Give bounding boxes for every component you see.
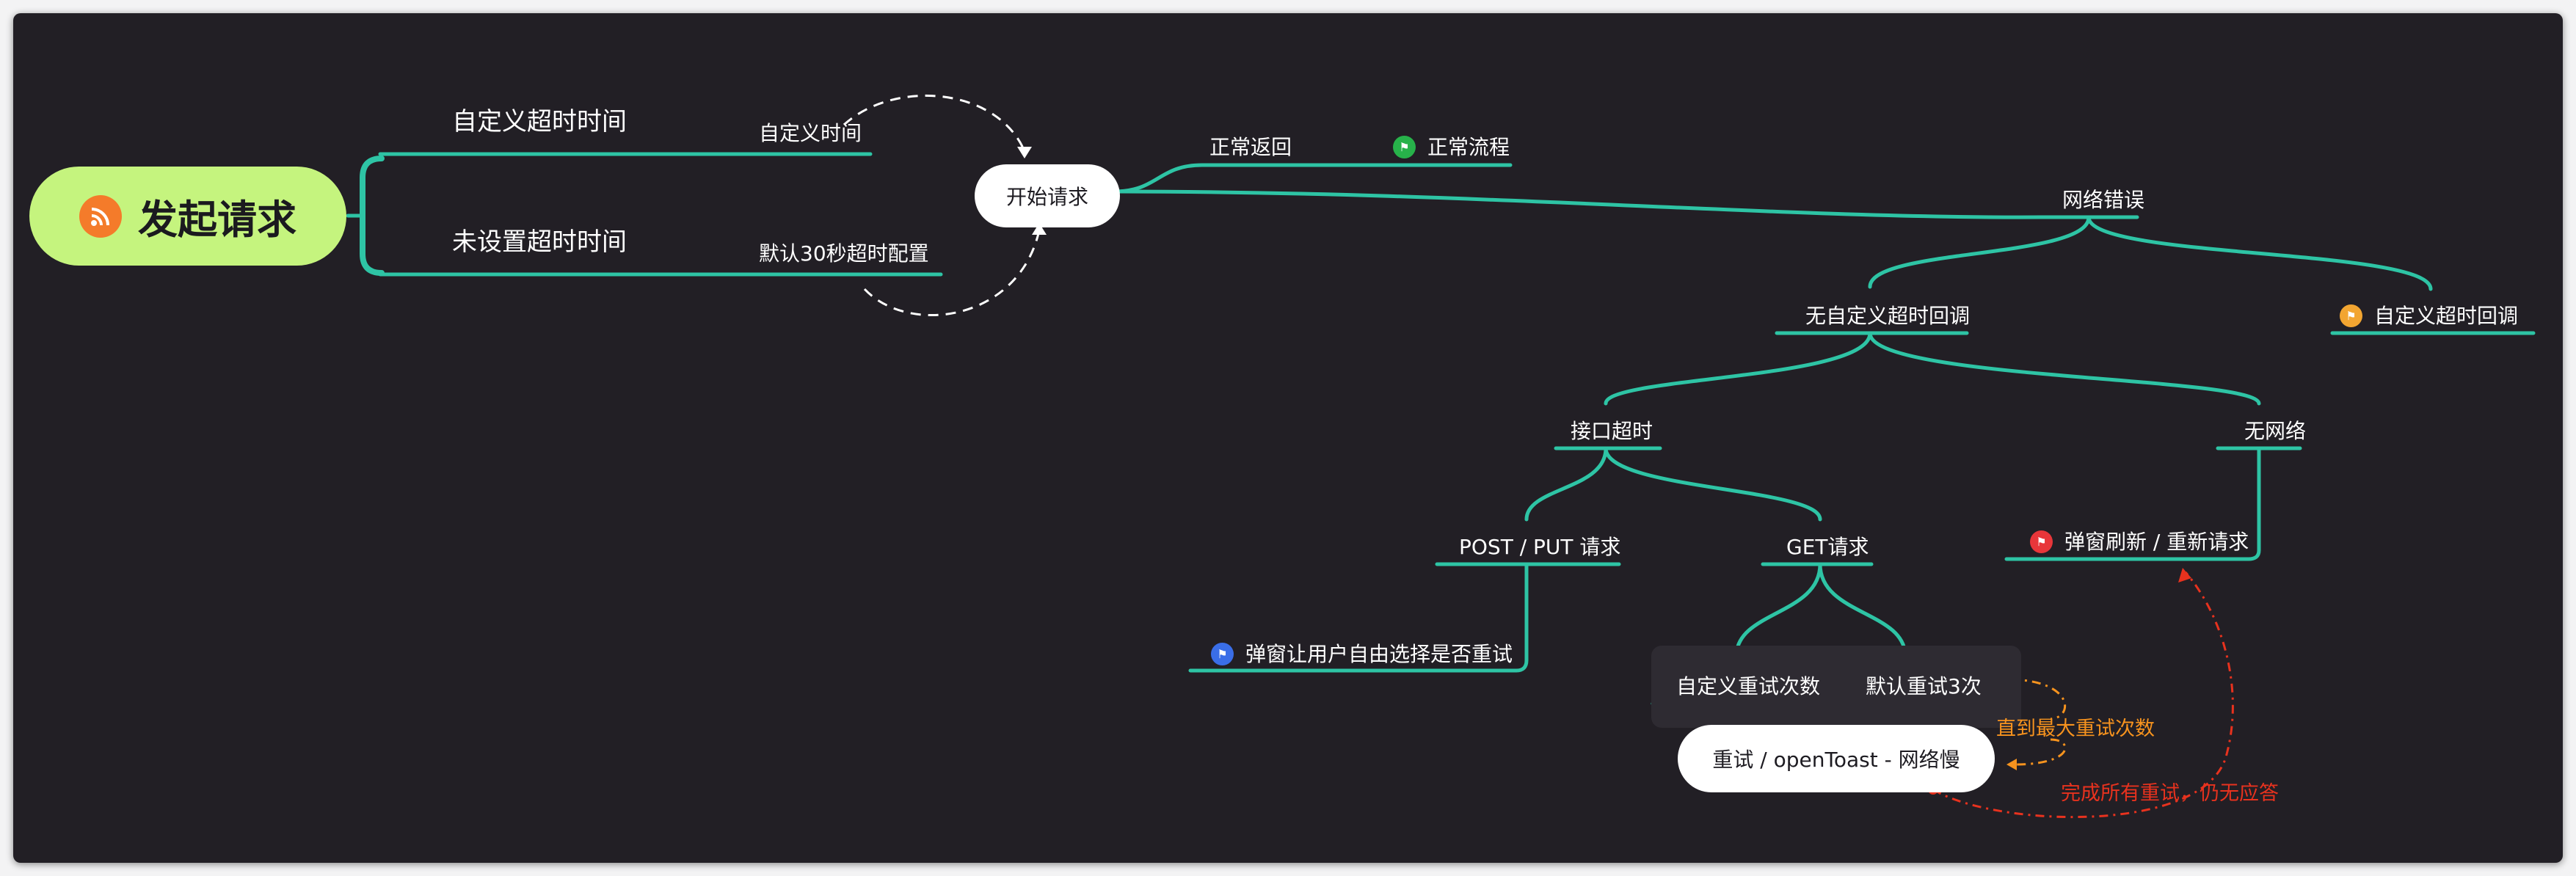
root-bracket bbox=[360, 156, 385, 276]
normal-return-node[interactable]: 正常返回 bbox=[1209, 135, 1292, 159]
popup-refresh-label: 弹窗刷新 / 重新请求 bbox=[2064, 529, 2249, 554]
normal-link bbox=[1112, 163, 1513, 194]
get-request-node[interactable]: GET请求 bbox=[1786, 535, 1869, 559]
root-label: 发起请求 bbox=[138, 197, 296, 243]
post-put-node[interactable]: POST / PUT 请求 bbox=[1459, 535, 1621, 559]
retry-loop-bottom bbox=[2015, 738, 2067, 766]
until-max-retry-note: 直到最大重试次数 bbox=[1996, 718, 2155, 740]
default-retry-node[interactable]: 默认重试3次 bbox=[1866, 674, 1982, 698]
branch-default-config[interactable]: 默认30秒超时配置 bbox=[759, 241, 929, 266]
get-to-default bbox=[1818, 562, 1907, 658]
orange-arrowhead-2 bbox=[2006, 759, 2017, 770]
branch-no-timeout[interactable]: 未设置超时时间 bbox=[452, 227, 627, 257]
mindmap-canvas: 发起请求 自定义超时时间 自定义时间 未设置超时时间 默认30秒超时配置 开始请… bbox=[13, 13, 2563, 863]
custom-callback-node[interactable]: ⚑ 自定义超时回调 bbox=[2340, 304, 2518, 327]
network-error-node[interactable]: 网络错误 bbox=[2062, 188, 2145, 212]
timeout-to-post bbox=[1524, 446, 1608, 522]
rss-icon bbox=[79, 194, 122, 238]
red-flag-icon: ⚑ bbox=[2030, 530, 2053, 553]
branch-custom-time[interactable]: 自定义时间 bbox=[759, 121, 862, 145]
green-flag-icon: ⚑ bbox=[1393, 136, 1416, 158]
get-to-custom bbox=[1734, 562, 1822, 658]
normal-flow-label: 正常流程 bbox=[1427, 134, 1510, 159]
default-config-loop bbox=[863, 230, 1041, 316]
popup-choice-node[interactable]: ⚑ 弹窗让用户自由选择是否重试 bbox=[1211, 643, 1513, 665]
retry-toast-node[interactable]: 重试 / openToast - 网络慢 bbox=[1678, 725, 1995, 792]
branch-custom-timeout[interactable]: 自定义超时时间 bbox=[452, 107, 627, 136]
no-custom-callback-node[interactable]: 无自定义超时回调 bbox=[1805, 304, 1971, 328]
retry-group-background bbox=[1651, 646, 2021, 728]
popup-choice-label: 弹窗让用户自由选择是否重试 bbox=[1245, 641, 1513, 666]
api-timeout-node[interactable]: 接口超时 bbox=[1571, 419, 1653, 443]
blue-flag-icon: ⚑ bbox=[1211, 643, 1234, 665]
all-retries-failed-note: 完成所有重试，仍无应答 bbox=[2061, 782, 2279, 805]
normal-flow-node[interactable]: ⚑ 正常流程 bbox=[1393, 136, 1510, 158]
error-link bbox=[1112, 189, 2139, 219]
error-to-cb bbox=[2086, 215, 2433, 291]
retry-loop-top bbox=[2010, 678, 2067, 720]
post-to-popup bbox=[1188, 562, 1529, 673]
custom-retry-node[interactable]: 自定义重试次数 bbox=[1676, 674, 1821, 698]
root-node[interactable]: 发起请求 bbox=[29, 167, 346, 266]
red-arrowhead bbox=[2178, 568, 2191, 583]
custom-callback-label: 自定义超时回调 bbox=[2374, 303, 2519, 328]
loop-arrowhead-2 bbox=[1032, 223, 1047, 235]
failure-loop bbox=[1932, 572, 2234, 819]
nocb-to-nonet bbox=[1868, 331, 2261, 406]
loop-arrowhead-1 bbox=[1017, 147, 1032, 158]
nonet-to-refresh bbox=[2004, 446, 2261, 561]
popup-refresh-node[interactable]: ⚑ 弹窗刷新 / 重新请求 bbox=[2030, 530, 2249, 553]
nocb-to-timeout bbox=[1604, 331, 1872, 406]
orange-flag-icon: ⚑ bbox=[2340, 304, 2362, 327]
error-to-nocb bbox=[1868, 215, 2091, 289]
timeout-to-get bbox=[1604, 446, 1822, 522]
custom-time-loop bbox=[843, 94, 1026, 152]
no-network-node[interactable]: 无网络 bbox=[2244, 419, 2307, 443]
start-request-node[interactable]: 开始请求 bbox=[975, 164, 1120, 227]
